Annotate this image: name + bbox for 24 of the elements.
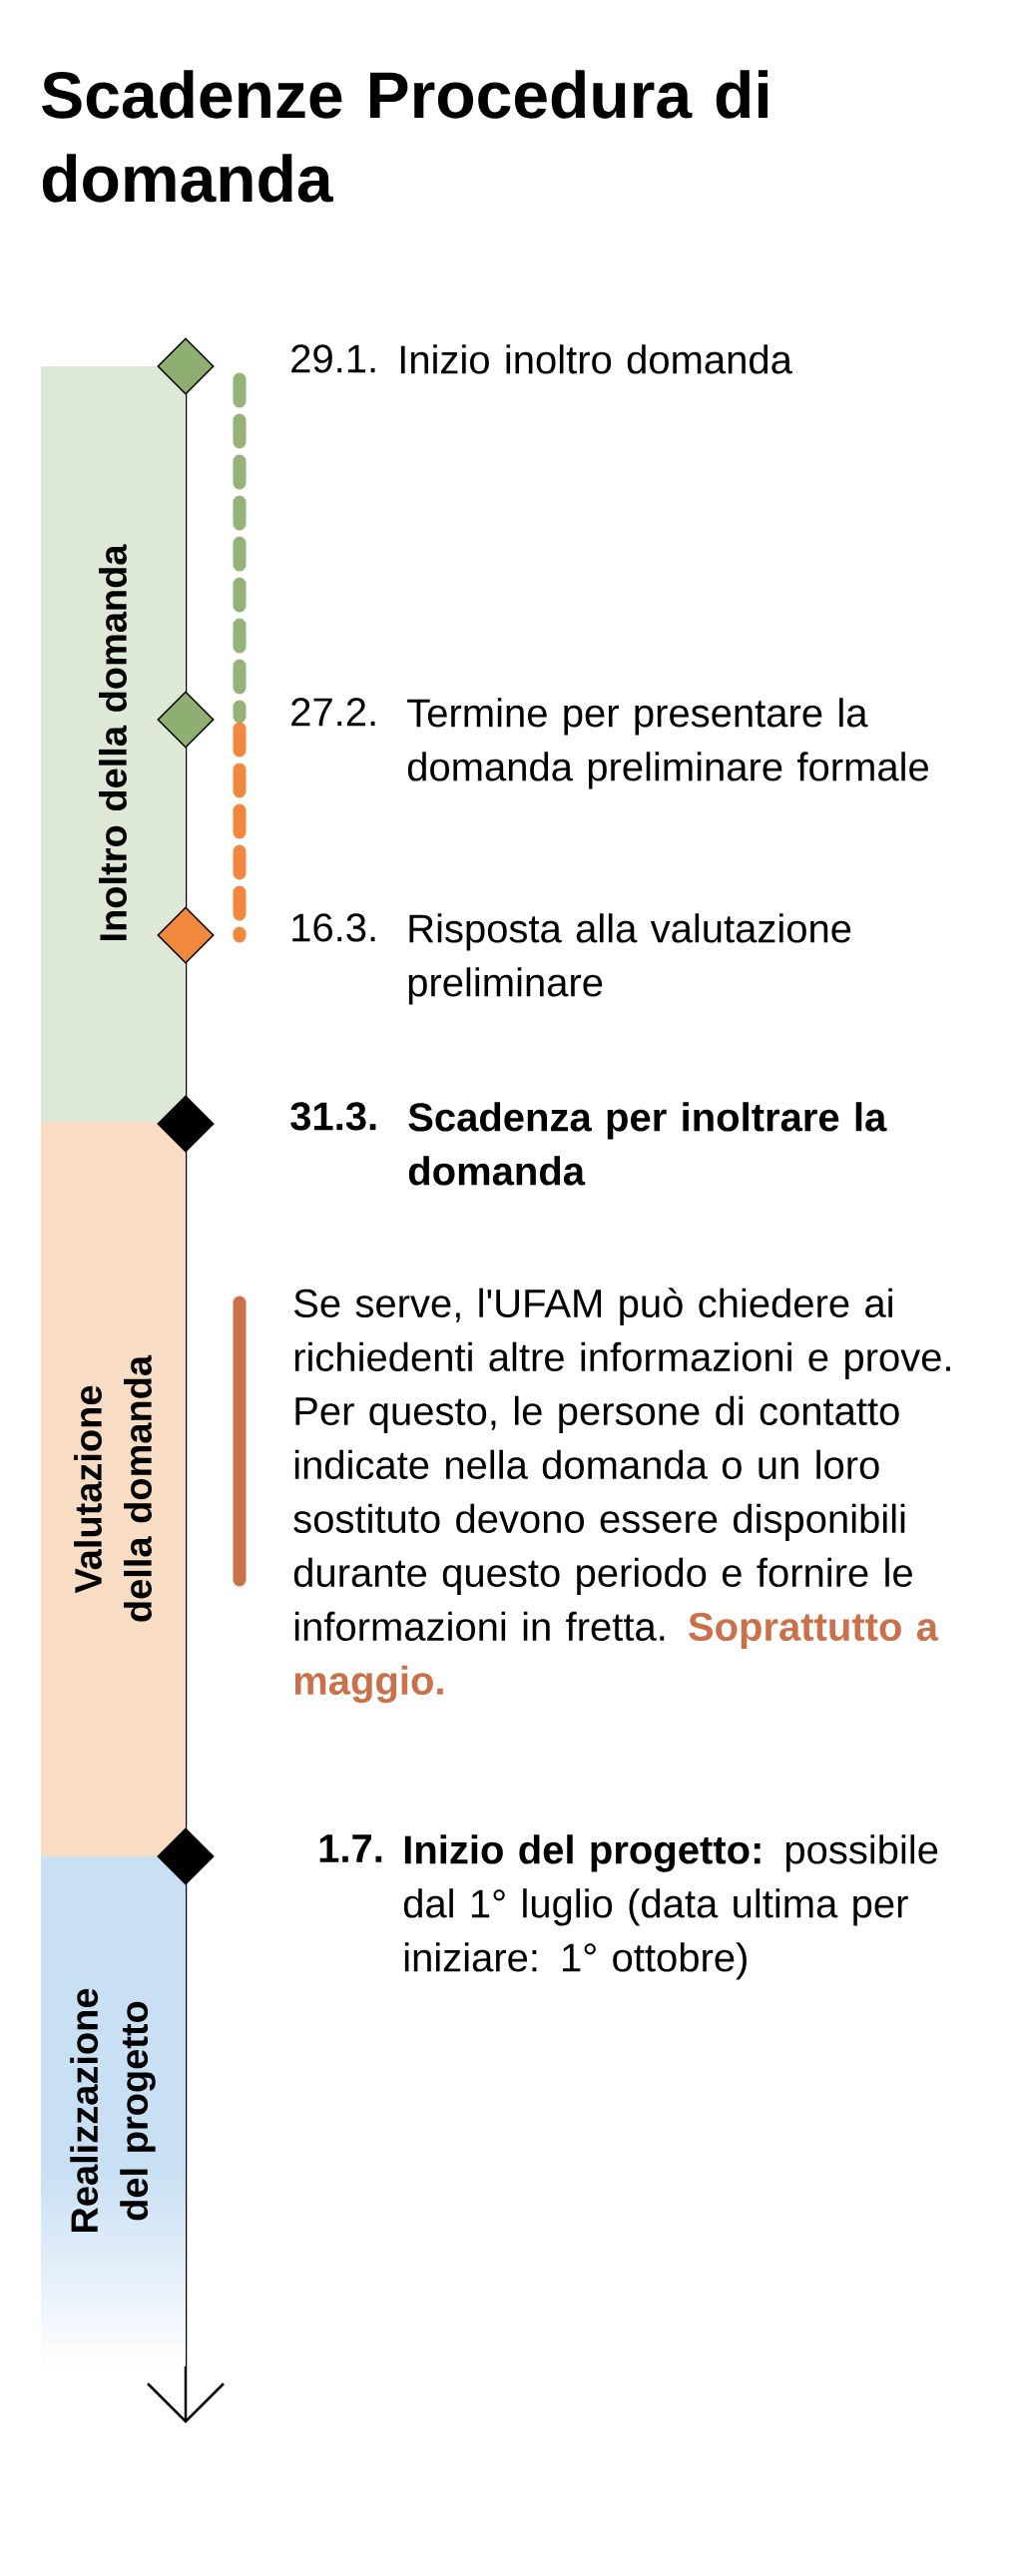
label: maggio. <box>294 1665 443 1704</box>
label: sostituto devono essere disponibili <box>293 1503 905 1541</box>
date-label: 16.3. <box>292 913 375 942</box>
date-label: 1.7. <box>319 1834 382 1862</box>
label: durante questo periodo e fornire le <box>293 1557 912 1595</box>
event-text: Risposta alla valutazione preliminare <box>408 913 851 1005</box>
phase-band: Realizzazione del progetto <box>41 1856 186 2366</box>
event-text: Scadenza per inoltrare la domanda <box>408 1102 887 1186</box>
event-text: Inizio inoltro domanda <box>400 344 792 374</box>
label: richiedenti altre informazioni e prove. <box>294 1341 950 1379</box>
event-text: Termine per presentare la domanda preliminare formale <box>407 698 928 789</box>
date-label: 27.2. <box>291 698 375 727</box>
note-text: Se serve, l'UFAM può chiedere ai richiedenti altre informazioni e prove. Per questo, le persone di contatto indicate nella domanda o un loro sostituto devono essere disponibili durante questo periodo e fornire le informazioni in fretta. Soprattutto a maggio. <box>293 1288 950 1704</box>
label: indicate nella domanda o un loro <box>294 1449 879 1480</box>
label: Per questo, le persone di contatto <box>295 1395 899 1433</box>
title: Scadenze Procedura di domanda <box>42 70 768 203</box>
event-text: Inizio del progetto: possibile dal 1° luglio (data ultima per iniziare: 1° ottobre) <box>403 1834 938 1980</box>
phase-band: Inoltro della domanda <box>41 366 186 1122</box>
label: Se serve, l'UFAM può chiedere ai <box>294 1288 892 1325</box>
label: Soprattutto a <box>689 1612 939 1649</box>
date-label: 29.1. <box>291 344 375 373</box>
label: informazioni in fretta. <box>294 1611 665 1642</box>
phase-band: Valutazione della domanda <box>41 1122 186 1856</box>
date-label: 31.3. <box>290 1102 376 1131</box>
